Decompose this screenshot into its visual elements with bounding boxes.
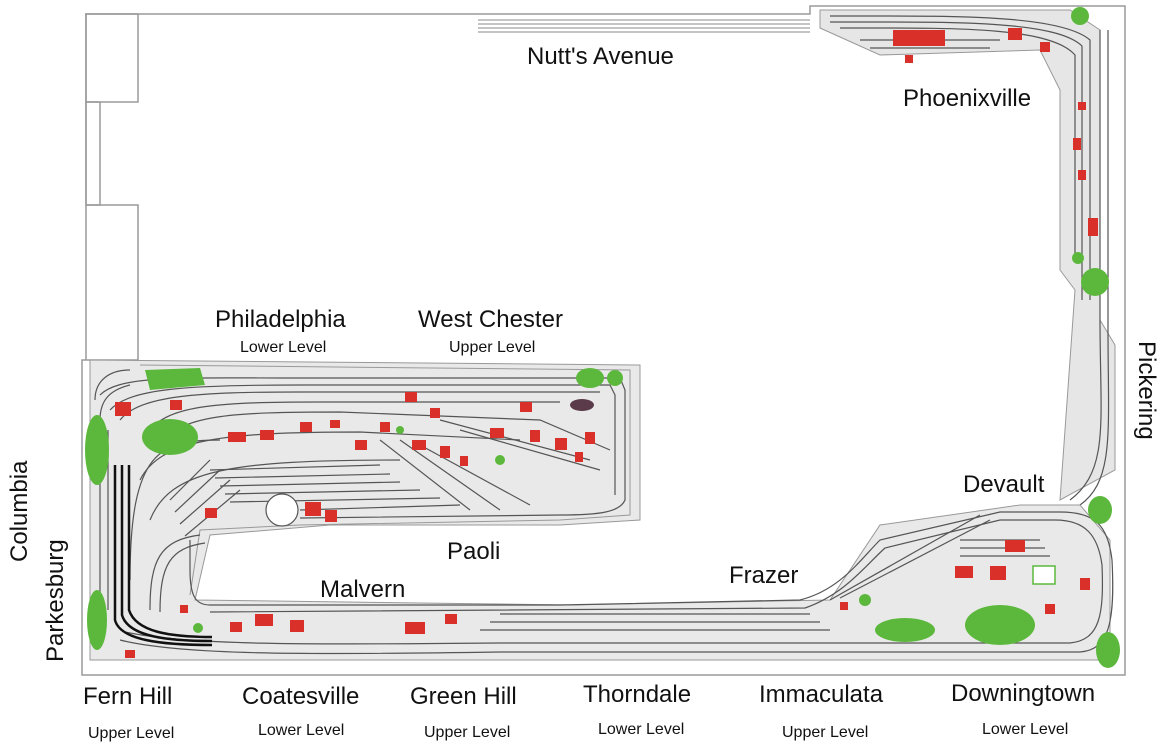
label-green-hill-level: Upper Level (424, 724, 511, 741)
label-frazer: Frazer (729, 562, 799, 589)
label-paoli: Paoli (447, 538, 501, 565)
label-nutts-avenue: Nutt's Avenue (527, 43, 674, 70)
outer-loop-tracks (94, 369, 1114, 655)
pond (570, 399, 594, 411)
phoenixville-yard (819, 7, 1116, 506)
trees (85, 368, 1120, 668)
peninsula (89, 359, 1111, 661)
label-west-chester: West Chester (418, 306, 563, 333)
label-thorndale-level: Lower Level (598, 721, 685, 738)
label-pickering: Pickering (1133, 341, 1160, 440)
layout-track-plan (81, 5, 1126, 676)
label-fern-hill: Fern Hill (83, 683, 173, 710)
label-thorndale: Thorndale (583, 681, 692, 708)
turntable (265, 493, 299, 527)
label-downingtown: Downingtown (951, 680, 1096, 707)
label-devault: Devault (963, 471, 1045, 498)
label-coatesville: Coatesville (242, 683, 360, 710)
main-line-track (113, 465, 213, 647)
label-downingtown-level: Lower Level (982, 721, 1069, 738)
label-malvern: Malvern (320, 576, 406, 603)
label-green-hill: Green Hill (410, 683, 517, 710)
downingtown-yard (1032, 565, 1056, 585)
nutts-avenue-track (478, 19, 810, 33)
label-phoenixville: Phoenixville (903, 85, 1032, 112)
label-immaculata-level: Upper Level (782, 724, 869, 741)
label-parkesburg: Parkesburg (42, 539, 69, 662)
label-immaculata: Immaculata (759, 681, 884, 708)
label-philadelphia: Philadelphia (215, 306, 346, 333)
label-coatesville-level: Lower Level (258, 722, 345, 739)
room-outline (81, 5, 1126, 676)
peninsula-tracks (99, 377, 626, 581)
label-columbia: Columbia (6, 460, 33, 562)
label-fern-hill-level: Upper Level (88, 725, 175, 742)
buildings (115, 392, 1090, 658)
label-west-chester-level: Upper Level (449, 339, 536, 356)
label-philadelphia-level: Lower Level (240, 339, 327, 356)
